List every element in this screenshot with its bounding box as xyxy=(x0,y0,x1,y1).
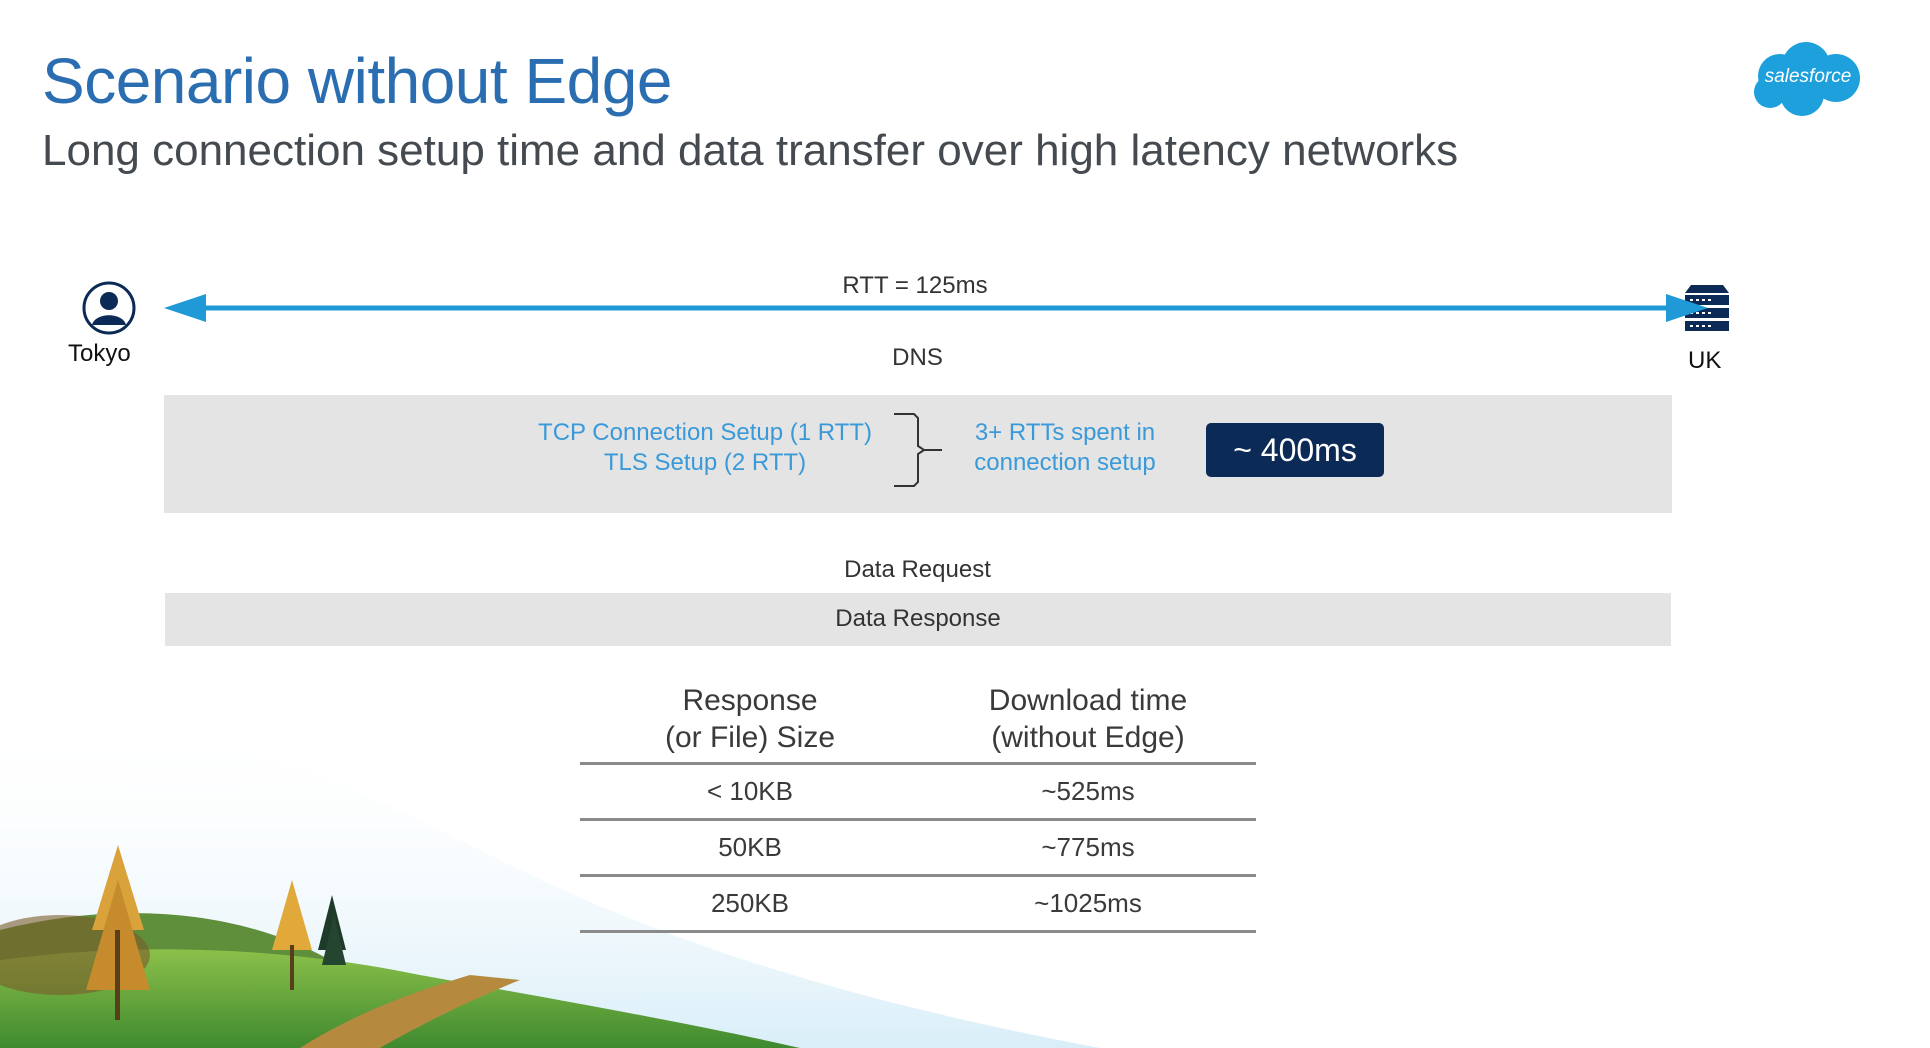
tls-step-label: TLS Setup (2 RTT) xyxy=(603,449,807,476)
client-label: Tokyo xyxy=(68,340,131,367)
data-response-label: Data Response xyxy=(835,605,1001,632)
table-row: < 10KB ~525ms xyxy=(580,762,1256,818)
header-line: (or File) Size xyxy=(664,721,836,754)
tree-icon xyxy=(86,845,150,1020)
connection-steps: TCP Connection Setup (1 RTT) TLS Setup (… xyxy=(470,418,940,478)
tcp-step-label: TCP Connection Setup (1 RTT) xyxy=(538,419,872,446)
connection-time-badge: ~ 400ms xyxy=(1206,423,1384,477)
time-cell: ~525ms xyxy=(1041,776,1135,806)
size-cell: 250KB xyxy=(710,888,790,918)
table-row: 50KB ~775ms xyxy=(580,818,1256,874)
tree-icon xyxy=(318,895,346,965)
server-icon xyxy=(1685,285,1729,331)
size-cell: 50KB xyxy=(718,832,782,862)
server-label: UK xyxy=(1688,347,1722,374)
table-row: 250KB ~1025ms xyxy=(580,874,1256,933)
rtt-label: RTT = 125ms xyxy=(842,272,988,299)
header-response-size: Response (or File) Size xyxy=(580,682,920,762)
header-line: Download time xyxy=(988,684,1188,717)
size-cell: < 10KB xyxy=(706,776,793,806)
cloud-icon xyxy=(1754,42,1860,116)
rtt-arrow xyxy=(164,294,1708,322)
tree-icon xyxy=(272,880,312,990)
header-line: (without Edge) xyxy=(991,721,1185,754)
slide-subtitle: Long connection setup time and data tran… xyxy=(42,126,1459,175)
summary-line-2: connection setup xyxy=(974,449,1156,476)
salesforce-logo: salesforce xyxy=(1750,40,1866,120)
summary-line-1: 3+ RTTs spent in xyxy=(974,419,1156,446)
time-cell: ~775ms xyxy=(1041,832,1135,862)
logo-text: salesforce xyxy=(1764,66,1852,87)
header-line: Response xyxy=(682,684,818,717)
table-header: Response (or File) Size Download time (w… xyxy=(580,682,1256,762)
slide-title: Scenario without Edge xyxy=(42,45,672,117)
header-download-time: Download time (without Edge) xyxy=(920,682,1256,762)
connection-summary: 3+ RTTs spent in connection setup xyxy=(955,418,1175,478)
dns-label: DNS xyxy=(892,344,943,371)
data-response-band: Data Response xyxy=(165,593,1671,646)
brace-icon xyxy=(894,413,942,487)
time-cell: ~1025ms xyxy=(1034,888,1142,918)
download-time-table: Response (or File) Size Download time (w… xyxy=(580,682,1256,933)
user-icon xyxy=(82,281,136,335)
data-request-label: Data Request xyxy=(844,556,991,583)
